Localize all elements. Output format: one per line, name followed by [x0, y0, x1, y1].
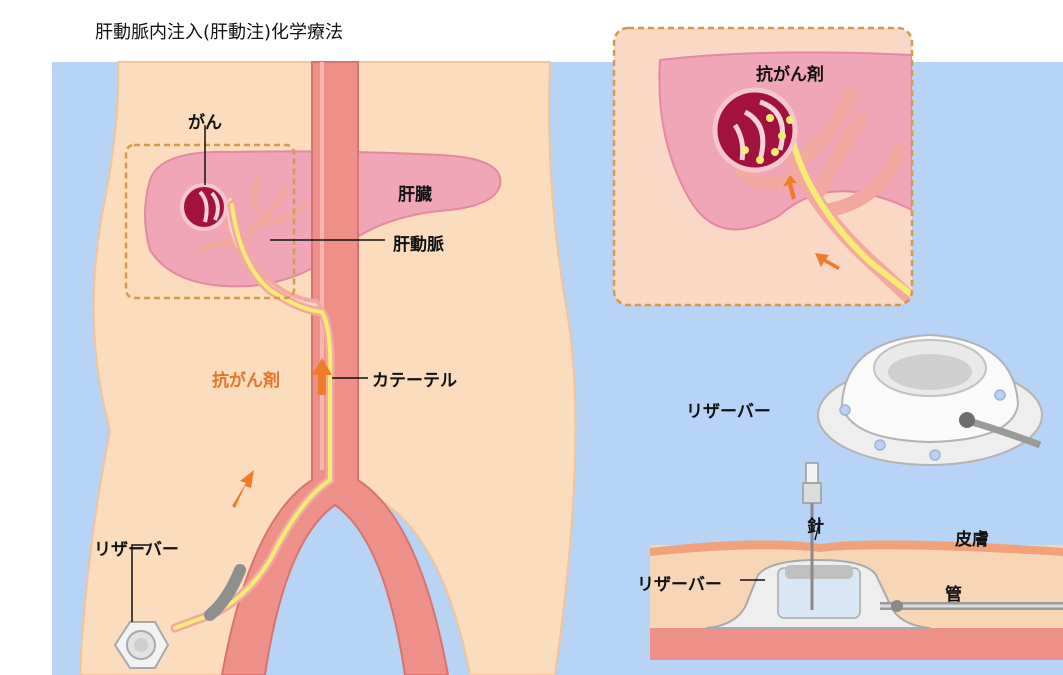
label-hepatic-artery: 肝動脈	[393, 230, 444, 255]
label-tube: 管	[945, 580, 962, 605]
label-anticancer-drug: 抗がん剤	[212, 366, 280, 391]
label-reservoir-port: リザーバー	[94, 535, 179, 560]
label-liver: 肝臓	[398, 180, 432, 205]
diagram-title: 肝動脈内注入(肝動注)化学療法	[95, 18, 343, 44]
label-reservoir-device: リザーバー	[686, 397, 771, 422]
label-cancer: がん	[188, 108, 222, 133]
label-anticancer-drug-inset: 抗がん剤	[756, 60, 824, 85]
label-catheter: カテーテル	[372, 366, 457, 391]
label-skin: 皮膚	[955, 525, 989, 550]
tumor	[182, 185, 226, 229]
label-needle: 針	[807, 512, 824, 537]
label-reservoir-section: リザーバー	[637, 570, 722, 595]
